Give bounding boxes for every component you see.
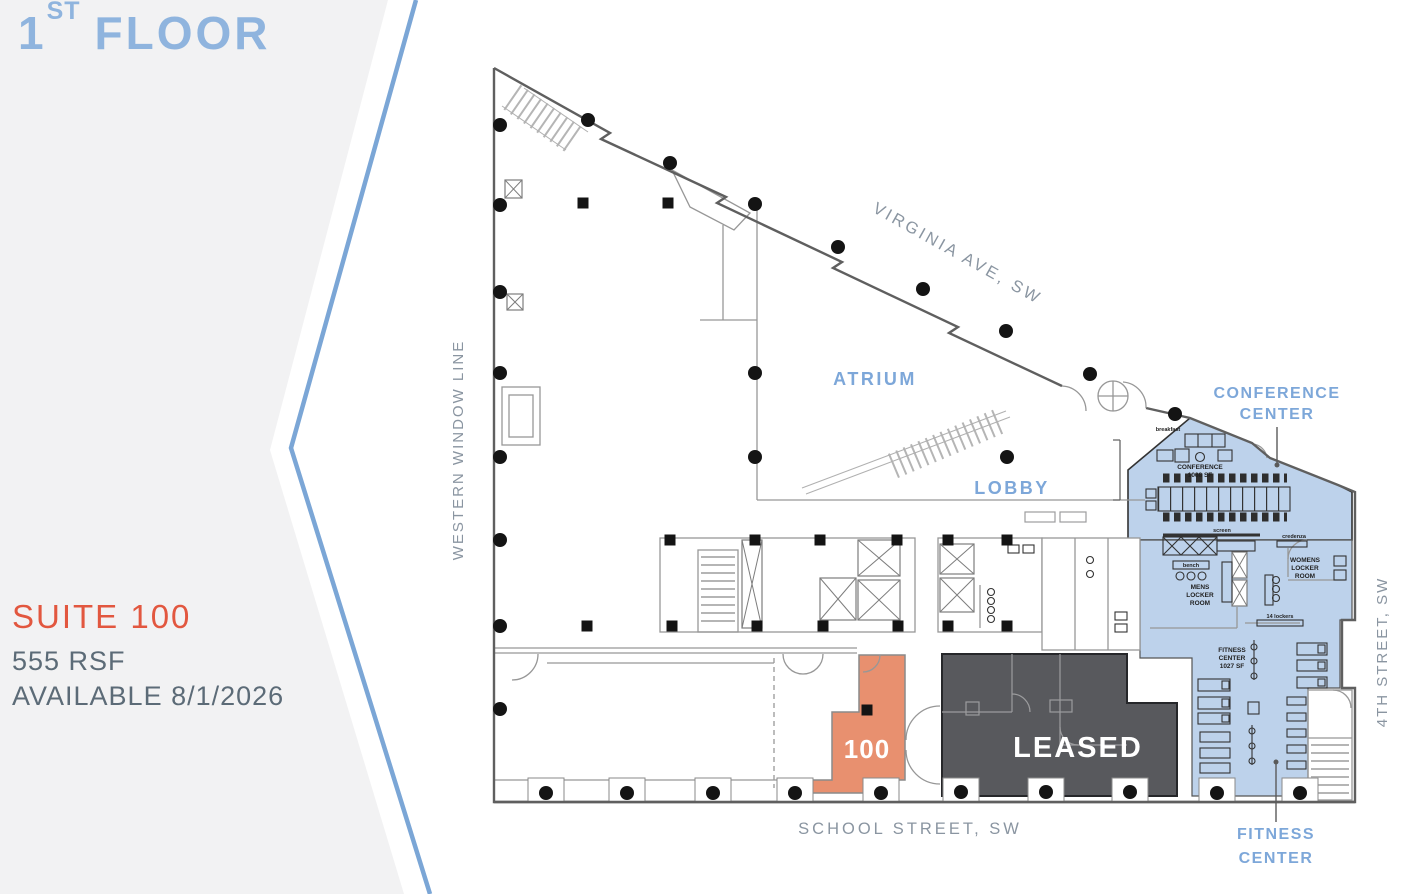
suite-info: SUITE 100 555 RSF AVAILABLE 8/1/2026 bbox=[12, 598, 284, 712]
breakfast-annotation: breakfast bbox=[1156, 427, 1181, 433]
elevator-bank bbox=[741, 539, 1248, 629]
label-pointers bbox=[1273, 427, 1280, 822]
suite-title: SUITE 100 bbox=[12, 598, 192, 635]
atrium-label: ATRIUM bbox=[833, 369, 917, 389]
bench-annotation: bench bbox=[1183, 563, 1200, 569]
credenza-annotation: credenza bbox=[1282, 534, 1307, 540]
divider-chevron bbox=[288, 0, 433, 894]
suite-size: 555 RSF bbox=[12, 646, 126, 676]
conference-room-name: CONFERENCE bbox=[1177, 464, 1223, 471]
door-swings bbox=[511, 443, 1308, 785]
mens-locker-line3: ROOM bbox=[1190, 600, 1210, 607]
fitness-center-label-line1: FITNESS bbox=[1237, 826, 1315, 843]
suite-availability: AVAILABLE 8/1/2026 bbox=[12, 681, 285, 711]
fitness-room-name-line1: FITNESS bbox=[1218, 647, 1246, 654]
conference-room-furniture bbox=[1145, 433, 1308, 556]
locker-room-furniture bbox=[1172, 560, 1304, 627]
fitness-room-name-line2: CENTER bbox=[1219, 655, 1246, 662]
womens-locker-line3: ROOM bbox=[1295, 573, 1315, 580]
leased-label: LEASED bbox=[1013, 732, 1143, 764]
stairs bbox=[501, 84, 1353, 801]
main-entrance bbox=[1061, 380, 1147, 412]
lobby-label: LOBBY bbox=[974, 478, 1050, 498]
mens-locker-line2: LOCKER bbox=[1186, 592, 1214, 599]
fitness-equipment bbox=[1197, 640, 1328, 774]
conference-room-sf: 1068 SF bbox=[1188, 472, 1213, 479]
street-label-4th-street: 4TH STREET, SW bbox=[1374, 577, 1391, 728]
fitness-center-label-line2: CENTER bbox=[1239, 850, 1314, 867]
street-label-virginia-ave: VIRGINIA AVE, SW bbox=[870, 199, 1045, 308]
floor-number: 1 bbox=[18, 7, 47, 59]
fitness-room-sf: 1027 SF bbox=[1220, 663, 1245, 670]
womens-locker-line1: WOMENS bbox=[1290, 557, 1321, 564]
conference-center-label-line2: CENTER bbox=[1240, 406, 1315, 423]
lobby-furniture bbox=[1024, 511, 1087, 523]
floor-title: 1ST FLOOR bbox=[18, 0, 271, 60]
mens-locker-line1: MENS bbox=[1191, 584, 1210, 591]
conference-center-label-line1: CONFERENCE bbox=[1213, 385, 1340, 402]
street-label-school-street: SCHOOL STREET, SW bbox=[798, 820, 1022, 838]
leased-interior-walls bbox=[942, 654, 1127, 746]
floor-word: FLOOR bbox=[94, 7, 271, 59]
lockers-annotation: 14 lockers bbox=[1267, 614, 1294, 620]
structural-columns bbox=[493, 113, 1307, 800]
suite-100-region bbox=[809, 654, 906, 794]
womens-locker-line2: LOCKER bbox=[1291, 565, 1319, 572]
suite-100-number: 100 bbox=[844, 734, 890, 764]
floor-ordinal: ST bbox=[46, 0, 81, 25]
restroom-fixtures bbox=[986, 544, 1347, 633]
street-label-western-window-line: WESTERN WINDOW LINE bbox=[450, 340, 467, 561]
left-panel-bg bbox=[0, 0, 404, 894]
screen-annotation: screen bbox=[1213, 528, 1231, 534]
